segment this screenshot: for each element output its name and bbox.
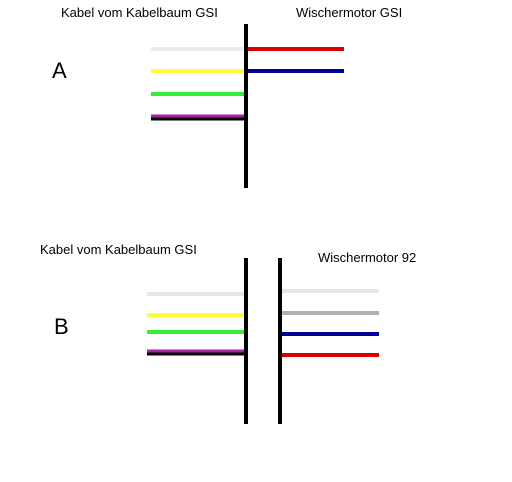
- section-b-left-label: Kabel vom Kabelbaum GSI: [40, 242, 197, 257]
- section-b-letter: B: [54, 314, 69, 339]
- section-a-left-label: Kabel vom Kabelbaum GSI: [61, 5, 218, 20]
- section-a-letter: A: [52, 58, 67, 83]
- section-b-right-label: Wischermotor 92: [318, 250, 417, 265]
- section-a-right-label: Wischermotor GSI: [296, 5, 403, 20]
